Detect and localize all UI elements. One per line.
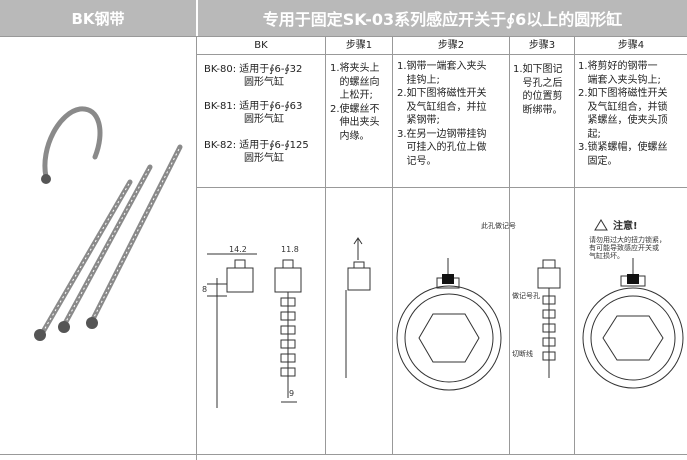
step3-text: 1. 如下图记 号孔之后 的位置剪 断绑带。: [513, 63, 573, 117]
step-line: 如下图将磁性开关: [406, 88, 487, 99]
step-line: 及气缸组合，并锁: [587, 101, 668, 113]
step-line: 记号。: [406, 155, 437, 167]
divider: [197, 54, 687, 55]
step-line: 锁紧螺帽，使螺丝: [587, 142, 668, 153]
step1-diagram: [345, 237, 371, 378]
cut-line-label: 切断线: [512, 349, 533, 358]
step-line: 伸出夹头: [339, 117, 380, 128]
step-line: 断绑带。: [522, 104, 563, 116]
step-line: 固定。: [587, 155, 618, 167]
divider: [325, 37, 326, 454]
column-header-step2: 步骤2: [437, 40, 465, 51]
step2-diagram: 此孔做记号: [396, 221, 516, 391]
step-line: 挂钩上;: [406, 74, 440, 86]
divider: [0, 454, 687, 455]
product-title: BK钢带: [0, 0, 196, 36]
steel-band-photo: [34, 106, 183, 341]
section-title: 专用于固定SK-03系列感应开关于∮6以上的圆形缸: [198, 0, 687, 36]
model-range: 适用于∮6-∮32: [239, 64, 303, 75]
step-line: 使螺丝不: [339, 103, 380, 115]
column-header-bk: BK: [254, 40, 268, 51]
step-line: 紧钢带;: [406, 115, 440, 126]
divider: [392, 37, 393, 454]
step-number: 3.: [578, 142, 588, 153]
bk-model-81: BK-81: 适用于∮6-∮63 圆形气缸: [204, 100, 302, 126]
caution-text: 有可能导致感应开关或: [589, 243, 659, 252]
step-line: 将剪好的钢带一: [587, 61, 658, 72]
step1-text: 1. 将夹头上 的螺丝向 上松开; 2. 使螺丝不 伸出夹头 内缘。: [330, 62, 392, 143]
step-line: 可挂入的孔位上做: [406, 142, 487, 153]
model-range: 适用于∮6-∮125: [239, 140, 309, 151]
divider: [196, 36, 197, 460]
divider: [574, 37, 575, 454]
bk-dimension-diagram: 14.2 11.8 8 9: [202, 245, 302, 408]
step4-text: 1. 将剪好的钢带一 端套入夹头钩上; 2. 如下图将磁性开关 及气缸组合，并锁…: [578, 60, 686, 168]
step-number: 1.: [397, 61, 407, 72]
step-line: 紧螺丝，使夹头顶: [587, 115, 668, 126]
divider: [0, 36, 687, 37]
step-line: 起;: [587, 128, 601, 140]
step-line: 在另一边钢带挂钩: [406, 128, 487, 140]
divider: [197, 187, 687, 188]
bk-model-80: BK-80: 适用于∮6-∮32 圆形气缸: [204, 63, 302, 89]
model-type: 圆形气缸: [244, 114, 284, 125]
step4-diagram: 注意! 请勿用过大的扭力锁紧， 有可能导致感应开关或 气缸损坏。: [582, 219, 684, 389]
step-line: 的螺丝向: [339, 76, 380, 88]
divider: [509, 37, 510, 454]
step3-diagram: 做记号孔 切断线: [512, 259, 561, 378]
step-number: 3.: [397, 128, 407, 140]
dim-label: 14.2: [229, 245, 247, 254]
mark-hole-label: 做记号孔: [512, 291, 540, 300]
column-header-step3: 步骤3: [528, 40, 556, 51]
mark-hole-label: 此孔做记号: [481, 221, 516, 230]
step-number: 1.: [578, 61, 588, 72]
column-header-step4: 步骤4: [617, 40, 645, 51]
step-line: 钢带一端套入夹头: [406, 61, 487, 72]
dim-label: 8: [202, 285, 207, 294]
model-type: 圆形气缸: [244, 153, 284, 164]
step-line: 的位置剪: [522, 91, 563, 102]
step-line: 如下图将磁性开关: [587, 88, 668, 99]
step-number: 1.: [330, 63, 340, 74]
step-line: 上松开;: [339, 90, 373, 101]
step2-text: 1. 钢带一端套入夹头 挂钩上; 2. 如下图将磁性开关 及气缸组合，并拉 紧钢…: [397, 60, 509, 168]
model-code: BK-81:: [204, 101, 237, 112]
bk-model-82: BK-82: 适用于∮6-∮125 圆形气缸: [204, 139, 309, 165]
model-code: BK-82:: [204, 140, 237, 151]
caution-title: 注意!: [613, 219, 638, 232]
model-type: 圆形气缸: [244, 77, 284, 88]
step-line: 及气缸组合，并拉: [406, 101, 487, 113]
step-line: 如下图记: [522, 64, 563, 75]
step-number: 2.: [578, 88, 588, 99]
step-number: 2.: [397, 88, 407, 99]
step-line: 将夹头上: [339, 63, 380, 74]
step-number: 1.: [513, 64, 523, 75]
model-code: BK-80:: [204, 64, 237, 75]
step-number: 2.: [330, 103, 340, 115]
column-header-step1: 步骤1: [345, 40, 373, 51]
caution-text: 请勿用过大的扭力锁紧，: [589, 235, 666, 244]
step-line: 号孔之后: [522, 77, 563, 89]
dim-label: 9: [289, 389, 294, 398]
dim-label: 11.8: [281, 245, 299, 254]
caution-text: 气缸损坏。: [589, 251, 624, 260]
model-range: 适用于∮6-∮63: [239, 101, 303, 112]
step-line: 内缘。: [339, 130, 370, 142]
step-line: 端套入夹头钩上;: [587, 74, 661, 86]
